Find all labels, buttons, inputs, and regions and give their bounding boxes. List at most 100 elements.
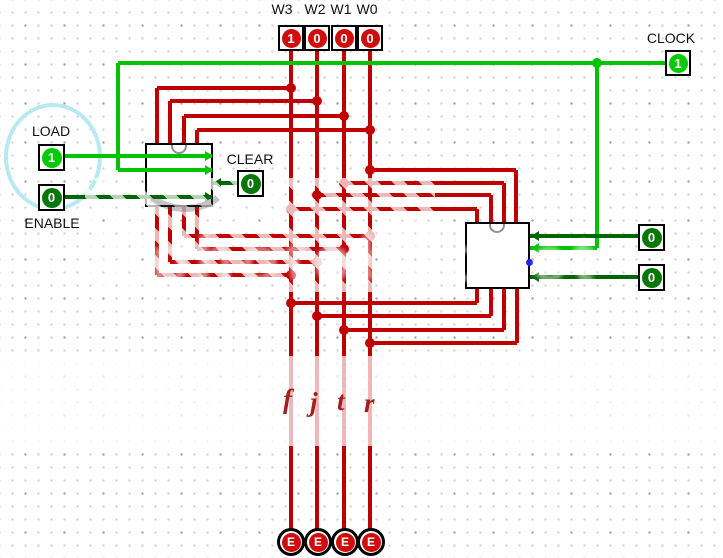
wire-segment[interactable] (317, 193, 491, 197)
wire-segment[interactable] (170, 99, 317, 103)
input-pin-w3[interactable]: 1 (278, 25, 304, 51)
wire-segment[interactable] (489, 289, 493, 316)
wire-segment[interactable] (155, 207, 159, 275)
component-label: W3 (271, 1, 293, 17)
wire-junction[interactable] (365, 125, 375, 135)
wire-segment[interactable] (118, 61, 667, 65)
wire-segment[interactable] (344, 181, 504, 185)
wire-segment[interactable] (291, 301, 477, 305)
component-label: W2 (304, 1, 326, 17)
wire-junction[interactable] (286, 270, 296, 280)
chip-notch-icon (171, 145, 187, 154)
pin-value-disc: 1 (668, 53, 688, 73)
chip-notch-icon (489, 224, 505, 233)
wire-junction[interactable] (312, 311, 322, 321)
wire-segment[interactable] (317, 314, 491, 318)
pin-value-disc: 0 (641, 227, 662, 248)
wire-segment[interactable] (370, 168, 516, 172)
wire-segment[interactable] (530, 275, 640, 279)
wire-junction[interactable] (286, 83, 296, 93)
input-pin-load[interactable]: 1 (38, 144, 65, 171)
probe-value-disc: E (281, 532, 301, 552)
probe-bit3[interactable]: E (277, 528, 305, 556)
wire-junction[interactable] (365, 231, 375, 241)
wire-arrowhead-icon (531, 272, 539, 282)
wire-segment[interactable] (514, 170, 518, 222)
wire-segment[interactable] (116, 63, 120, 170)
output-pin-q0[interactable]: 0 (638, 264, 665, 291)
wire-segment[interactable] (62, 154, 212, 158)
wire-segment[interactable] (370, 341, 517, 345)
wire-segment[interactable] (475, 209, 479, 222)
input-pin-enable[interactable]: 0 (38, 184, 65, 211)
wire-segment[interactable] (475, 289, 479, 303)
floating-pin-dot (526, 259, 533, 266)
subcircuit-counter[interactable] (465, 222, 530, 289)
wire-arrowhead-icon (205, 151, 213, 161)
pin-value-disc: 0 (360, 28, 380, 48)
pin-value-disc: 0 (641, 267, 662, 288)
wire-segment[interactable] (289, 50, 293, 529)
wire-segment[interactable] (530, 234, 640, 238)
wire-segment[interactable] (502, 289, 506, 330)
probe-bit0[interactable]: E (357, 528, 385, 556)
wire-segment[interactable] (62, 195, 212, 199)
wire-junction[interactable] (339, 178, 349, 188)
wire-segment[interactable] (197, 128, 370, 132)
wire-segment[interactable] (157, 273, 291, 277)
wire-segment[interactable] (344, 328, 504, 332)
wire-segment[interactable] (595, 63, 599, 248)
input-pin-w0[interactable]: 0 (357, 25, 383, 51)
wire-junction[interactable] (365, 338, 375, 348)
wire-segment[interactable] (197, 247, 344, 251)
pin-value-disc: 0 (41, 187, 62, 208)
wire-segment[interactable] (182, 116, 186, 143)
wire-segment[interactable] (530, 246, 597, 250)
wire-segment[interactable] (291, 207, 477, 211)
wire-segment[interactable] (182, 207, 186, 236)
wire-segment[interactable] (118, 168, 212, 172)
wire-junction[interactable] (312, 257, 322, 267)
wire-junction[interactable] (312, 190, 322, 200)
component-label: W0 (356, 1, 378, 17)
wire-arrowhead-icon (531, 231, 539, 241)
wire-segment[interactable] (195, 207, 199, 249)
wire-junction[interactable] (312, 96, 322, 106)
probe-bit1[interactable]: E (331, 528, 359, 556)
pin-value-disc: 1 (281, 28, 301, 48)
wire-junction[interactable] (286, 204, 296, 214)
wire-segment[interactable] (315, 50, 319, 529)
output-pin-q1[interactable]: 0 (638, 224, 665, 251)
wire-junction[interactable] (365, 165, 375, 175)
component-label: CLEAR (226, 151, 274, 167)
wire-junction[interactable] (339, 111, 349, 121)
wire-junction[interactable] (339, 244, 349, 254)
input-pin-clear[interactable]: 0 (237, 170, 264, 197)
probe-bit2[interactable]: E (304, 528, 332, 556)
wire-segment[interactable] (184, 114, 344, 118)
wire-segment[interactable] (168, 101, 172, 143)
wire-segment[interactable] (168, 207, 172, 262)
wire-arrowhead-icon (531, 243, 539, 253)
pin-value-disc: 0 (334, 28, 354, 48)
input-pin-w1[interactable]: 0 (331, 25, 357, 51)
wire-segment[interactable] (342, 50, 346, 529)
wire-segment[interactable] (368, 50, 372, 529)
wire-segment[interactable] (515, 289, 519, 343)
wire-segment[interactable] (155, 88, 159, 143)
input-pin-clock[interactable]: 1 (665, 50, 691, 76)
component-label: ENABLE (24, 215, 80, 231)
wire-segment[interactable] (195, 130, 199, 143)
pin-value-disc: 1 (41, 147, 62, 168)
wire-segment[interactable] (489, 195, 493, 222)
probe-value-disc: E (308, 532, 328, 552)
wire-segment[interactable] (184, 234, 370, 238)
wire-junction[interactable] (286, 298, 296, 308)
wire-segment[interactable] (157, 86, 291, 90)
wire-segment[interactable] (170, 260, 317, 264)
wire-junction[interactable] (592, 58, 602, 68)
wire-segment[interactable] (502, 183, 506, 222)
input-pin-w2[interactable]: 0 (304, 25, 330, 51)
wire-junction[interactable] (339, 325, 349, 335)
